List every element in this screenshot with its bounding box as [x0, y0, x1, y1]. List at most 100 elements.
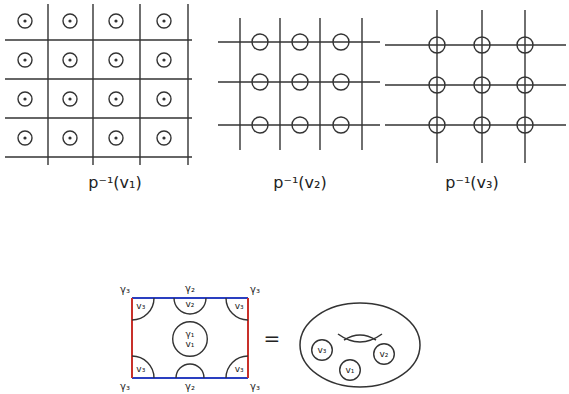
grid-line [5, 39, 192, 40]
grid-line [92, 4, 93, 165]
vertex-label: v₃ [235, 365, 244, 374]
edge-circle [292, 74, 308, 90]
vertex-circle: v₃ [226, 356, 270, 394]
grid-line [279, 18, 280, 150]
half-circle [176, 364, 204, 378]
blue-edge [132, 377, 248, 379]
edge-circle [252, 74, 268, 90]
vertex-label: γ₁ [186, 330, 195, 339]
grid-line [385, 44, 566, 45]
corner-circle [474, 77, 490, 93]
vertex-outline [226, 356, 270, 394]
vertex-arc [174, 298, 206, 314]
grid-caption: p⁻¹(v₃) [445, 175, 498, 191]
edge-label: γ₃ [250, 285, 260, 295]
vertex-outline [226, 276, 270, 320]
red-edge [247, 298, 249, 378]
blue-edge [132, 297, 248, 299]
vertex-label: v₂ [380, 350, 389, 359]
edge-circle [252, 117, 268, 133]
corner-circle [474, 117, 490, 133]
corner-circle [429, 117, 445, 133]
edge-label: γ₃ [120, 285, 130, 295]
vertex-label: v₃ [136, 365, 145, 374]
edge-circle [333, 34, 349, 50]
edge-label: γ₂ [185, 284, 195, 294]
torus-hole [338, 334, 382, 342]
vertex-label: v₃ [318, 346, 327, 355]
vertex-circle: γ₁v₁ [172, 321, 208, 357]
vertex-ring [374, 344, 395, 365]
vertex-arc [132, 356, 154, 378]
vertex-ring [312, 340, 333, 361]
dot-circle [109, 92, 123, 106]
dot-circle [109, 131, 123, 145]
edge-label: γ₃ [120, 382, 130, 392]
dot-circle [157, 53, 171, 67]
torus-hole [344, 335, 376, 340]
corner-circle [429, 37, 445, 53]
dot-circle [157, 92, 171, 106]
corner-vertices [429, 37, 533, 133]
vertex-ring [173, 322, 208, 357]
grid-line [385, 84, 566, 85]
vertex-arc [226, 298, 248, 320]
vertex-label: v₁ [346, 366, 355, 375]
torus-outline [300, 303, 420, 387]
dot-circle [18, 92, 32, 106]
grid-line [218, 124, 380, 125]
edge-label: γ₃ [250, 382, 260, 392]
dot-circle [157, 14, 171, 28]
corner-circle [517, 77, 533, 93]
corner-circle [429, 77, 445, 93]
grid-line [218, 41, 380, 42]
edge-circle [333, 74, 349, 90]
grid-line [139, 4, 140, 165]
grid-caption: p⁻¹(v₁) [88, 175, 141, 191]
edge-circle [252, 34, 268, 50]
grid-one [5, 4, 192, 165]
dot-circle [63, 14, 77, 28]
edge-circle [333, 117, 349, 133]
grid-caption: p⁻¹(v₂) [273, 175, 326, 191]
vertex-circle: v₃ [226, 276, 270, 320]
dot-circle [109, 14, 123, 28]
vertex-circle: v₂ [373, 343, 395, 365]
grid-line [436, 10, 437, 163]
corner-circle [474, 37, 490, 53]
vertex-outline [110, 356, 154, 394]
edge-circle [292, 34, 308, 50]
equals-sign: = [264, 328, 281, 348]
grid-line [218, 81, 380, 82]
grid-line [385, 124, 566, 125]
vertex-circle: v₃ [311, 339, 333, 361]
vertex-circle: v₃ [110, 276, 154, 320]
edge-circle [292, 117, 308, 133]
vertex-arc [132, 298, 154, 320]
vertex-outline [110, 276, 154, 320]
dot-circle [109, 53, 123, 67]
vertex-ring [340, 360, 361, 381]
red-edge [131, 298, 133, 378]
corner-circle [517, 37, 533, 53]
corner-circle [517, 117, 533, 133]
grid-line [5, 117, 192, 118]
vertex-arc [226, 356, 248, 378]
vertex-label: v₃ [136, 302, 145, 311]
grid-line [239, 18, 240, 150]
dot-circle [63, 131, 77, 145]
dot-circle [157, 131, 171, 145]
grid-line [47, 4, 48, 165]
grid-three [385, 10, 566, 163]
grid-line [524, 10, 525, 163]
grid-two [218, 18, 380, 150]
grid-line [319, 18, 320, 150]
vertex-circle: v₃ [110, 356, 154, 394]
grid-line [5, 156, 192, 157]
torus [300, 303, 420, 387]
edge-label: γ₂ [185, 382, 195, 392]
vertex-label: v₃ [235, 302, 244, 311]
